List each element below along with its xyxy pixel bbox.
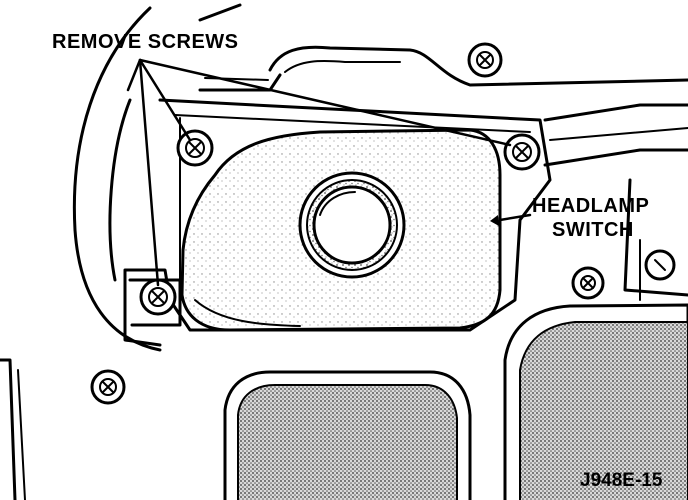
headlamp-label-line2: SWITCH [552, 219, 634, 241]
screw-top-left [176, 129, 214, 167]
screw-far-right [644, 249, 676, 281]
remove-screws-label: REMOVE SCREWS [52, 31, 239, 53]
figure-code: J948E-15 [580, 470, 663, 491]
screw-top-panel [467, 42, 503, 78]
switch-knob [298, 171, 406, 279]
lower-vent [223, 370, 472, 500]
headlamp-label-line1: HEADLAMP [532, 195, 649, 217]
remove-screws-leaders [126, 58, 512, 287]
right-pad [503, 303, 688, 500]
screw-lower-left [90, 369, 126, 405]
headlamp-leader [490, 213, 532, 226]
panel-housing [0, 3, 688, 500]
screw-top-right [503, 133, 541, 171]
screw-right-side [571, 266, 605, 300]
